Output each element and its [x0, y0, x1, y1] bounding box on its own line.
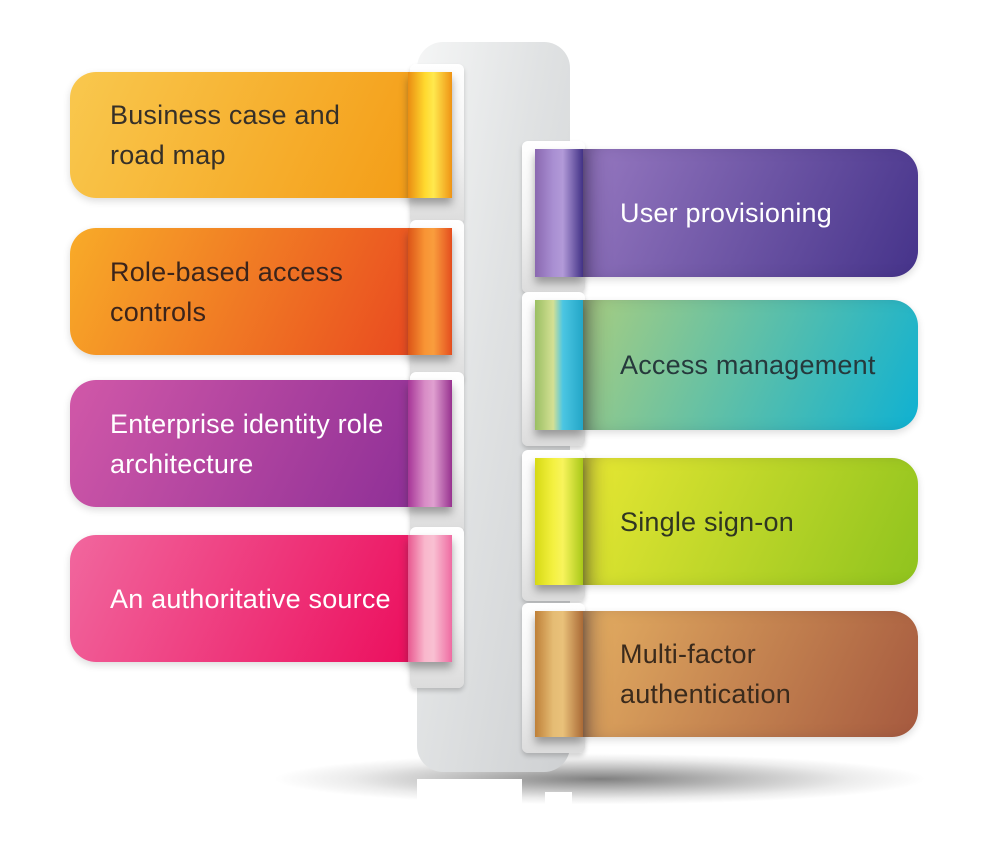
- card-user-provisioning: User provisioning: [522, 141, 918, 293]
- card-enterprise-identity-role-architecture: Enterprise identity role architecture: [70, 372, 464, 533]
- card-single-sign-on: Single sign-on: [522, 450, 918, 601]
- card-body: [70, 380, 410, 507]
- card-label: Role-based access controls: [110, 256, 344, 327]
- ribbon-fold: [535, 458, 583, 585]
- spine-reflection: [417, 779, 522, 843]
- card-body: [583, 611, 918, 737]
- ribbon-fold: [535, 300, 583, 430]
- card-body: [70, 535, 410, 662]
- card-multi-factor-authentication: Multi-factor authentication: [522, 603, 918, 753]
- card-label: User provisioning: [620, 198, 832, 228]
- card-access-management: Access management: [522, 292, 918, 446]
- ribbon-fold: [408, 535, 452, 662]
- ribbon-fold: [408, 380, 452, 507]
- card-body: [70, 228, 410, 355]
- card-body: [70, 72, 410, 198]
- card-label: Business case and road map: [110, 100, 341, 170]
- card-an-authoritative-source: An authoritative source: [70, 527, 464, 688]
- card-label: Access management: [620, 350, 876, 380]
- ribbon-fold: [535, 611, 583, 737]
- ribbon-fold: [408, 228, 452, 355]
- card-label: Single sign-on: [620, 506, 794, 537]
- card-body: [583, 149, 918, 277]
- card-body: [583, 300, 918, 430]
- ribbon-fold: [408, 72, 452, 198]
- card-label: Multi-factor authentication: [620, 639, 791, 709]
- ground-shadow: [268, 753, 932, 805]
- card-business-case-and-road-map: Business case and road map: [70, 64, 464, 224]
- card-body: [583, 458, 918, 585]
- ribbon-fold: [535, 149, 583, 277]
- card-role-based-access-controls: Role-based access controls: [70, 220, 464, 381]
- card-label: Enterprise identity role architecture: [110, 408, 384, 479]
- tab-reflection: [545, 792, 572, 843]
- card-label: An authoritative source: [110, 583, 391, 614]
